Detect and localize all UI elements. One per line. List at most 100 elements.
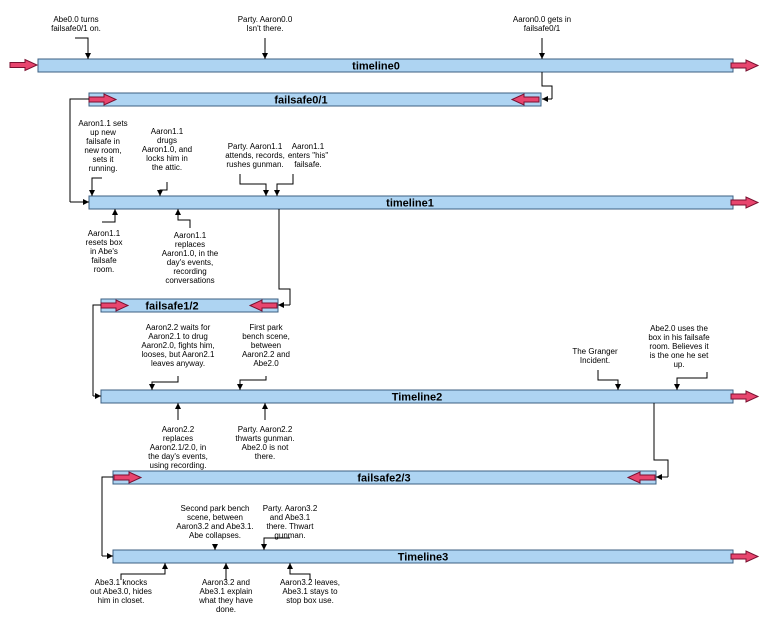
callout-head-n1d bbox=[274, 190, 280, 196]
note-line: done. bbox=[216, 605, 236, 614]
callout-head-n1c bbox=[263, 190, 269, 196]
note-line: thwarts gunman. bbox=[235, 434, 294, 443]
note-line: enters "his" bbox=[288, 151, 329, 160]
note-line: gunman. bbox=[274, 531, 305, 540]
note-line: Abe2.0 bbox=[253, 359, 279, 368]
note-line: looses, but Aaron2.1 bbox=[142, 350, 215, 359]
note-line: the day's events, bbox=[148, 452, 208, 461]
note-line: up. bbox=[673, 360, 684, 369]
end-arrow-failsafe12-1 bbox=[248, 299, 278, 312]
note-line: Aaron2.2 bbox=[162, 425, 195, 434]
note-line: box in his failsafe bbox=[648, 333, 710, 342]
note-line: First park bbox=[249, 323, 283, 332]
note-line: Aaron1.1 bbox=[174, 231, 207, 240]
note-line: Aaron1.1 bbox=[292, 142, 325, 151]
note-line: Aaron1.1 bbox=[88, 229, 121, 238]
connector-t2-f23 bbox=[653, 403, 669, 477]
note-line: using recording. bbox=[150, 461, 207, 470]
note-line: failsafe. bbox=[294, 160, 322, 169]
end-arrow-timeline2-0 bbox=[730, 390, 760, 403]
callout-n1a bbox=[91, 177, 102, 196]
note-line: leaves anyway. bbox=[151, 359, 205, 368]
note-line: Aaron2.2 and bbox=[242, 350, 290, 359]
bar-label-timeline3: Timeline3 bbox=[398, 552, 449, 564]
end-arrow-failsafe23-0 bbox=[113, 471, 143, 484]
callout-head-n1e bbox=[112, 209, 118, 215]
note-line: Abe3.1 stays to bbox=[282, 587, 338, 596]
note-line: failsafe in bbox=[86, 137, 120, 146]
note-line: Aaron1.0, and bbox=[142, 145, 192, 154]
note-line: Abe2.0 is not bbox=[242, 443, 289, 452]
callout-head-n1f bbox=[175, 209, 181, 215]
callout-n2c bbox=[597, 370, 619, 390]
callout-head-n3d bbox=[223, 563, 229, 569]
callout-n2d bbox=[676, 372, 708, 390]
note-line: scene, between bbox=[187, 513, 243, 522]
note-line: Aaron3.2 leaves, bbox=[280, 578, 340, 587]
note-line: The Granger bbox=[572, 347, 618, 356]
callout-head-n2a bbox=[149, 384, 155, 390]
bar-label-failsafe01: failsafe0/1 bbox=[274, 95, 327, 107]
callout-head-n1a bbox=[89, 190, 95, 196]
end-arrow-failsafe01-0 bbox=[88, 93, 118, 106]
callout-n1f bbox=[177, 209, 191, 228]
note-line: Aaron1.1 sets bbox=[78, 119, 127, 128]
bar-label-timeline1: timeline1 bbox=[386, 198, 434, 210]
note-line: locks him in bbox=[146, 154, 188, 163]
note-line: between bbox=[251, 341, 281, 350]
callout-n2b bbox=[239, 376, 267, 390]
note-line: room. bbox=[94, 265, 114, 274]
note-line: drugs bbox=[157, 136, 177, 145]
callout-head-n2b bbox=[237, 384, 243, 390]
note-line: Aaron2.2 waits for bbox=[146, 323, 211, 332]
note-line: stop box use. bbox=[286, 596, 334, 605]
note-line: Isn't there. bbox=[246, 24, 283, 33]
note-line: replaces bbox=[175, 240, 205, 249]
note-line: failsafe bbox=[91, 256, 117, 265]
connector-t0-f01 bbox=[541, 72, 553, 99]
note-line: Party. Aaron1.1 bbox=[228, 142, 283, 151]
callout-head-n3e bbox=[287, 563, 293, 569]
end-arrow-timeline3-0 bbox=[730, 550, 760, 563]
note-line: and Abe3.1 bbox=[270, 513, 311, 522]
callout-n1d bbox=[276, 174, 294, 196]
connector-f23-t3 bbox=[101, 476, 113, 556]
callout-head-n3a bbox=[212, 544, 218, 550]
start-arrow-timeline0 bbox=[9, 58, 39, 72]
note-line: him in closet. bbox=[98, 596, 145, 605]
note-line: Abe3.1 knocks bbox=[95, 578, 147, 587]
note-line: Aaron2.0, fights him, bbox=[141, 341, 214, 350]
note-line: Abe collapses. bbox=[189, 531, 241, 540]
bar-label-timeline0: timeline0 bbox=[352, 61, 400, 73]
callout-head-n0c bbox=[539, 53, 545, 59]
note-line: resets box bbox=[86, 238, 123, 247]
note-line: room. Believes it bbox=[649, 342, 709, 351]
note-line: is the one he set bbox=[650, 351, 709, 360]
callout-n1c bbox=[239, 174, 267, 196]
note-line: failsafe0/1 bbox=[524, 24, 561, 33]
note-line: Abe0.0 turns bbox=[53, 15, 98, 24]
note-line: Aaron0.0 gets in bbox=[513, 15, 571, 24]
note-line: in Abe's bbox=[90, 247, 118, 256]
callout-head-n3c bbox=[162, 563, 168, 569]
note-line: Abe2.0 uses the bbox=[650, 324, 708, 333]
callout-head-n2d bbox=[674, 384, 680, 390]
note-line: Aaron3.2 and Abe3.1. bbox=[176, 522, 253, 531]
connector-f01-t1 bbox=[69, 98, 89, 202]
callout-n1e bbox=[102, 209, 116, 223]
callout-head-n2f bbox=[262, 403, 268, 409]
note-line: Aaron2.1/2.0, in bbox=[150, 443, 206, 452]
callout-head-n2e bbox=[175, 403, 181, 409]
